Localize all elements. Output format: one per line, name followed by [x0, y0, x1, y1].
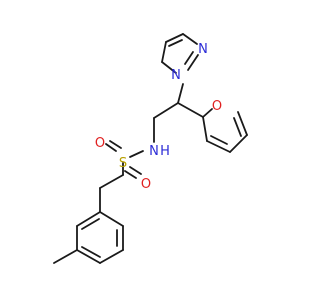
- bond: [109, 140, 122, 149]
- bond: [129, 166, 142, 175]
- bond: [124, 170, 137, 179]
- atom-s-sulfonyl: S: [119, 156, 127, 171]
- bond: [99, 174, 124, 189]
- bond: [229, 134, 248, 153]
- bond: [81, 246, 101, 258]
- bond: [99, 249, 124, 264]
- bond: [202, 108, 213, 118]
- bond: [177, 83, 184, 104]
- bond: [202, 116, 208, 142]
- bond: [153, 102, 179, 119]
- bond: [184, 51, 194, 65]
- bond: [81, 218, 100, 230]
- bond: [53, 249, 78, 264]
- bond: [177, 102, 204, 118]
- bond: [206, 140, 231, 153]
- atom-n-pyrazole-1: N: [171, 68, 181, 83]
- structure-drawing: N H S O O N N O: [53, 33, 248, 264]
- atom-n-amine: N: [149, 144, 159, 159]
- bond: [168, 39, 183, 47]
- atom-o-sulfonyl-top: O: [95, 136, 105, 151]
- bond: [129, 150, 144, 158]
- atom-o-sulfonyl-bottom: O: [141, 177, 151, 192]
- bond: [105, 143, 117, 152]
- bond: [210, 135, 228, 145]
- bond: [76, 211, 101, 227]
- bond: [76, 249, 101, 264]
- bond: [237, 111, 248, 136]
- bond: [161, 41, 167, 63]
- bond: [165, 33, 184, 43]
- atom-n-pyrazole-2: N: [198, 42, 208, 57]
- bond: [187, 54, 199, 71]
- atom-h-amine: H: [160, 144, 170, 159]
- bond: [182, 33, 198, 45]
- atom-o-furan: O: [212, 99, 222, 114]
- bond: [161, 61, 177, 74]
- bond: [233, 117, 242, 137]
- molecule-canvas: N H S O O N N O: [53, 33, 248, 264]
- bond: [99, 211, 124, 227]
